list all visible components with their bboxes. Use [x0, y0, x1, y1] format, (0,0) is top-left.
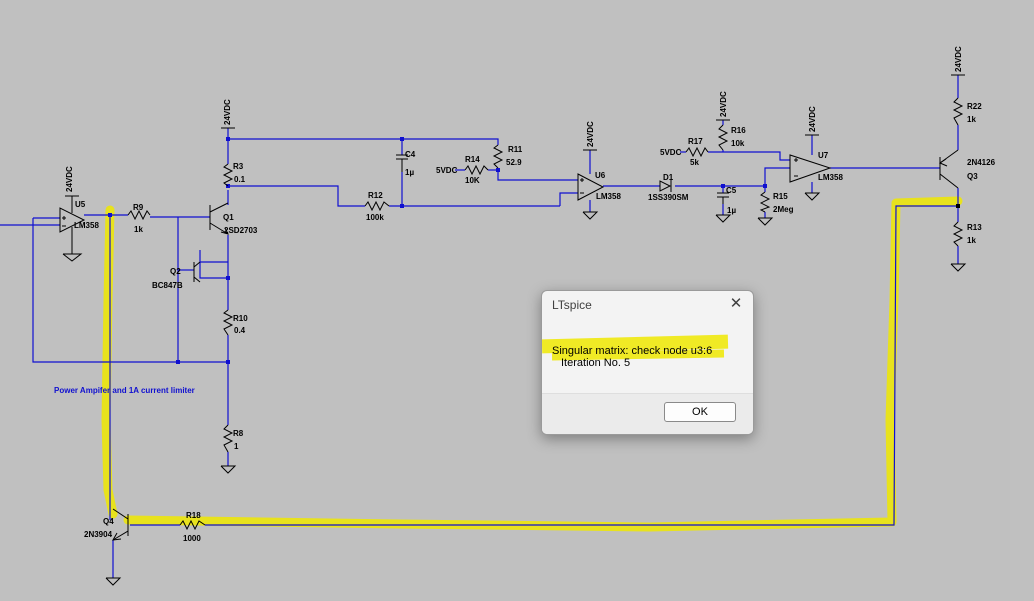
ok-button[interactable]: OK	[664, 402, 736, 422]
component-symbols	[59, 74, 967, 586]
r17-value: 5k	[690, 158, 699, 167]
r3-value: 0.1	[234, 175, 246, 184]
q4-ref: Q4	[103, 517, 114, 526]
d1-value: 1SS390SM	[648, 193, 689, 202]
ltspice-error-dialog: LTspice ✕ Singular matrix: check node u3…	[541, 290, 754, 435]
r12-ref: R12	[368, 191, 383, 200]
r17-ref: R17	[688, 137, 703, 146]
r9-ref: R9	[133, 203, 144, 212]
r17-source: 5VDC	[660, 148, 682, 157]
r8-ref: R8	[233, 429, 244, 438]
u7-supply: 24VDC	[808, 106, 817, 132]
u7-ref: U7	[818, 151, 829, 160]
c4-value: 1µ	[405, 168, 414, 177]
message-line-2: Iteration No. 5	[561, 357, 631, 369]
dialog-title: LTspice	[552, 298, 592, 312]
r18-ref: R18	[186, 511, 201, 520]
q2-value: BC847B	[152, 281, 183, 290]
r22-ref: R22	[967, 102, 982, 111]
r13-value: 1k	[967, 236, 976, 245]
q1-ref: Q1	[223, 213, 234, 222]
u5-ref: U5	[75, 200, 86, 209]
q3-ref: Q3	[967, 172, 978, 181]
r22-value: 1k	[967, 115, 976, 124]
r12-value: 100k	[366, 213, 384, 222]
r18-value: 1000	[183, 534, 201, 543]
r14-value: 10K	[465, 176, 480, 185]
component-labels: U5 LM358 24VDC R9 1k Q1 2SD2703 Q2 BC847…	[54, 46, 996, 543]
u6-value: LM358	[596, 192, 621, 201]
r11-ref: R11	[508, 145, 523, 154]
q3-value: 2N4126	[967, 158, 996, 167]
r14-ref: R14	[465, 155, 480, 164]
u7-value: LM358	[818, 173, 843, 182]
r10-ref: R10	[233, 314, 248, 323]
q2-ref: Q2	[170, 267, 181, 276]
wires	[0, 75, 959, 578]
u6-ref: U6	[595, 171, 606, 180]
dialog-footer: OK	[542, 393, 753, 434]
c5-ref: C5	[726, 186, 737, 195]
r16-value: 10k	[731, 139, 745, 148]
highlight-path	[101, 196, 963, 532]
r13-ref: R13	[967, 223, 982, 232]
q1-value: 2SD2703	[224, 226, 258, 235]
c5-value: 1µ	[727, 206, 736, 215]
r3-ref: R3	[233, 162, 244, 171]
r11-value: 52.9	[506, 158, 522, 167]
r10-value: 0.4	[234, 326, 246, 335]
u5-supply: 24VDC	[65, 166, 74, 192]
r22-supply: 24VDC	[954, 46, 963, 72]
q4-value: 2N3904	[84, 530, 113, 539]
r16-supply: 24VDC	[719, 91, 728, 117]
close-icon[interactable]: ✕	[729, 295, 743, 312]
message-line-1: Singular matrix: check node u3:6	[552, 345, 713, 357]
schematic-note: Power Ampifer and 1A current limiter	[54, 386, 195, 395]
u6-supply: 24VDC	[586, 121, 595, 147]
r3-supply: 24VDC	[223, 99, 232, 125]
r8-value: 1	[234, 442, 239, 451]
r15-ref: R15	[773, 192, 788, 201]
r9-value: 1k	[134, 225, 143, 234]
d1-ref: D1	[663, 173, 674, 182]
dialog-body: Singular matrix: check node u3:6 Iterati…	[542, 323, 753, 383]
r14-source: 5VDC	[436, 166, 458, 175]
c4-ref: C4	[405, 150, 416, 159]
r16-ref: R16	[731, 126, 746, 135]
r15-value: 2Meg	[773, 205, 794, 214]
u5-value: LM358	[74, 221, 99, 230]
dialog-message: Singular matrix: check node u3:6 Iterati…	[552, 345, 712, 369]
